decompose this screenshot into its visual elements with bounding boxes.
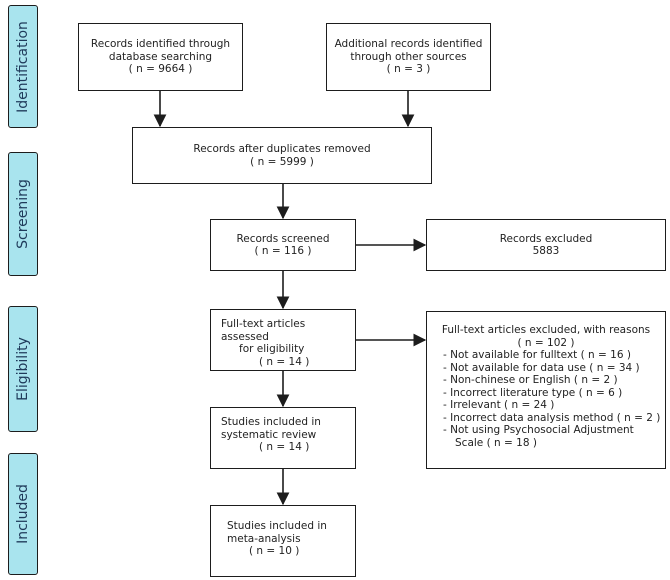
box-database-records: Records identified through database sear… — [78, 23, 243, 91]
reason-item: - Incorrect data analysis method ( n = 2… — [443, 411, 661, 424]
box-text: ( n = 116 ) — [254, 245, 312, 257]
stage-screening: Screening — [8, 152, 38, 276]
box-fulltext-excluded-reasons: Full-text articles excluded, with reason… — [426, 311, 666, 469]
reasons-count: ( n = 102 ) — [517, 336, 575, 349]
box-records-screened: Records screened ( n = 116 ) — [210, 219, 356, 271]
box-text: Additional records identified — [334, 38, 483, 51]
box-text: ( n = 5999 ) — [250, 155, 314, 168]
box-text: 5883 — [532, 245, 560, 257]
box-text: Records identified through — [90, 38, 231, 51]
box-text: meta-analysis — [227, 532, 301, 545]
reasons-header: Full-text articles excluded, with reason… — [441, 324, 651, 336]
stage-eligibility: Eligibility — [8, 306, 38, 432]
box-text: ( n = 14 ) — [259, 441, 310, 453]
box-duplicates-removed: Records after duplicates removed ( n = 5… — [132, 127, 432, 184]
box-fulltext-assessed: Full-text articles assessed for eligibil… — [210, 309, 356, 371]
reason-item: - Non-chinese or English ( n = 2 ) — [443, 374, 618, 386]
box-text: ( n = 14 ) — [259, 355, 310, 368]
box-text: ( n = 10 ) — [249, 545, 300, 557]
box-text: Records after duplicates removed — [193, 143, 371, 155]
box-text: Full-text articles assessed — [221, 318, 306, 343]
box-text: database searching — [108, 50, 213, 63]
reason-item: - Not available for fulltext ( n = 16 ) — [443, 349, 631, 361]
box-text: ( n = 3 ) — [386, 63, 431, 76]
reason-item: - Not available for data use ( n = 34 ) — [443, 361, 640, 374]
box-records-excluded: Records excluded 5883 — [426, 219, 666, 271]
stage-included: Included — [8, 453, 38, 575]
box-systematic-review: Studies included in systematic review ( … — [210, 407, 356, 469]
reason-item: - Irrelevant ( n = 24 ) — [443, 399, 555, 411]
box-text: Records screened — [236, 232, 330, 245]
box-other-sources: Additional records identified through ot… — [326, 23, 491, 91]
stage-identification: Identification — [8, 5, 38, 128]
box-text: for eligibility — [239, 343, 305, 355]
box-text: through other sources — [350, 50, 467, 63]
box-text: ( n = 9664 ) — [128, 63, 193, 76]
box-text: Studies included in — [227, 520, 327, 532]
box-text: Records excluded — [499, 232, 593, 245]
reason-item: - Not using Psychosocial Adjustment — [443, 424, 634, 436]
box-text: Studies included in — [221, 416, 321, 428]
reason-item: Scale ( n = 18 ) — [455, 436, 537, 449]
box-meta-analysis: Studies included in meta-analysis ( n = … — [210, 505, 356, 577]
reason-item: - Incorrect literature type ( n = 6 ) — [443, 386, 623, 399]
box-text: systematic review — [221, 428, 317, 441]
